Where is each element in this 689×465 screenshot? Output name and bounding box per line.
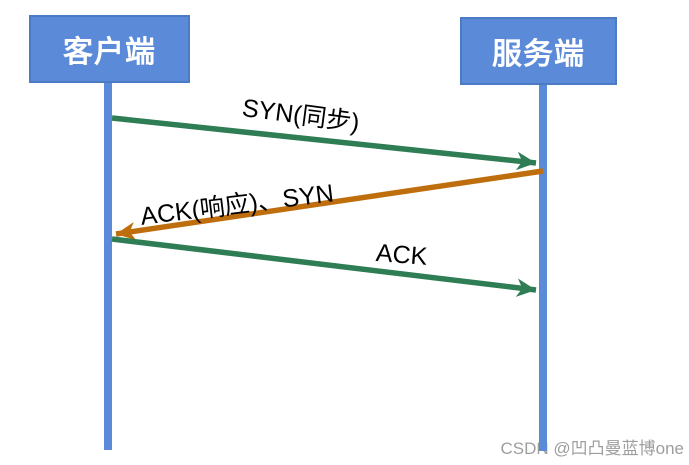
lifeline-client [104, 82, 112, 450]
message-label-ack: ACK [374, 239, 429, 271]
message-label-ack-syn: ACK(响应)、SYN [138, 179, 336, 231]
csdn-watermark: CSDN @凹凸曼蓝博one [500, 439, 684, 458]
actor-label-client: 客户端 [63, 36, 156, 69]
actor-label-server: 服务端 [492, 38, 585, 71]
actor-box-server: 服务端 [460, 17, 617, 85]
lifeline-server [539, 84, 547, 451]
actor-box-client: 客户端 [29, 15, 190, 83]
message-label-syn: SYN(同步) [240, 94, 362, 138]
ack-arrow [111, 236, 537, 297]
